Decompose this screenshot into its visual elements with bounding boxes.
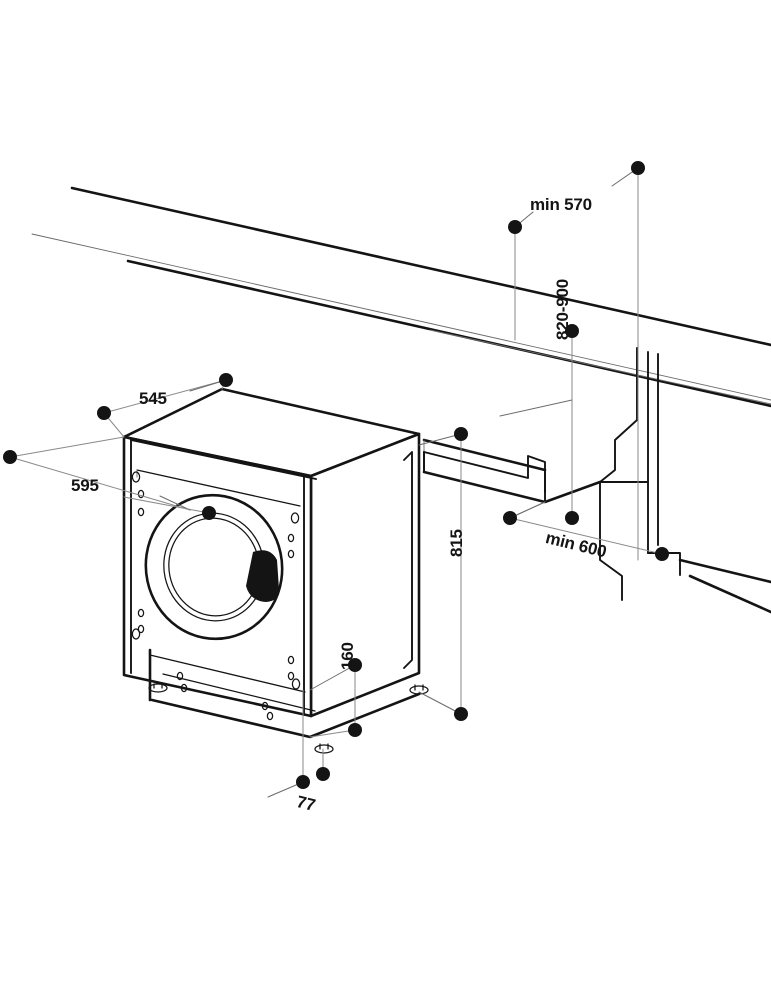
adjustable-foot-front-right xyxy=(314,743,334,754)
foot-stem xyxy=(153,683,163,689)
screw-hole xyxy=(137,608,145,618)
dimleader-820-900 xyxy=(499,399,573,417)
dot-min600-right xyxy=(655,547,669,561)
screw-hole xyxy=(137,489,145,499)
dimension-dots xyxy=(3,161,669,789)
machine-front-face xyxy=(124,437,311,716)
screw-hole xyxy=(131,628,141,640)
dot-77-left xyxy=(296,775,310,789)
dimleader-815-top xyxy=(418,433,462,446)
dot-77-right xyxy=(316,767,330,781)
adjustable-foot-rear-right xyxy=(409,684,429,695)
dimension-label-815: 815 xyxy=(447,529,466,557)
screw-hole xyxy=(137,624,145,634)
worktop-edge-lines xyxy=(31,186,771,408)
dimension-label-min570: min 570 xyxy=(530,195,592,214)
plinth-hole xyxy=(180,683,188,693)
door-handle xyxy=(246,550,280,602)
screw-hole xyxy=(290,512,300,524)
screw-hole xyxy=(287,671,295,681)
machine-rear-recess xyxy=(403,451,413,669)
plinth-top-line xyxy=(149,654,306,693)
dimension-lines xyxy=(9,167,663,798)
dot-815-top xyxy=(454,427,468,441)
dimleader-595 xyxy=(159,495,191,511)
foot-base xyxy=(314,744,334,754)
cabinet-niche-right xyxy=(599,347,771,614)
dot-545-left xyxy=(97,406,111,420)
niche-base-edge xyxy=(422,470,602,504)
screw-hole xyxy=(287,655,295,665)
foot-stem xyxy=(319,743,329,750)
machine-door xyxy=(144,493,284,641)
plinth-hole xyxy=(266,711,274,721)
dot-160-bot xyxy=(348,723,362,737)
dimension-label-160: 160 xyxy=(338,642,357,670)
dot-595-left xyxy=(3,450,17,464)
dimline-595-door-leader xyxy=(123,496,210,514)
dot-820900-bot xyxy=(565,511,579,525)
plinth-hole xyxy=(176,671,184,681)
niche-top-edge xyxy=(422,438,547,472)
foot-stem xyxy=(414,684,424,691)
foot-base xyxy=(148,683,168,693)
screw-holes-front xyxy=(131,471,301,690)
dimension-label-595: 595 xyxy=(71,476,99,495)
dot-min570-top xyxy=(631,161,645,175)
dimension-label-820-900: 820-900 xyxy=(553,279,572,340)
screw-hole xyxy=(287,549,295,559)
cabinet-right-profile xyxy=(599,347,638,601)
cabinet-base-line-right xyxy=(678,558,771,584)
screw-hole xyxy=(137,507,145,517)
worktop-line-front xyxy=(126,259,771,408)
dot-door-handle-ref xyxy=(202,506,216,520)
door-outer-ring xyxy=(144,493,284,641)
adjustable-foot-front-left xyxy=(148,683,168,693)
machine-top-inner-edge xyxy=(130,439,317,480)
dot-545-right xyxy=(219,373,233,387)
dimline-595-lower xyxy=(9,456,191,511)
machine-right-face xyxy=(311,434,419,716)
dimleader-815-bottom xyxy=(418,691,462,715)
worktop-line-thin-guide xyxy=(31,233,771,401)
dot-815-bot xyxy=(454,707,468,721)
dimension-label-545: 545 xyxy=(139,389,167,408)
cabinet-niche-center xyxy=(422,438,602,504)
plinth-inner-line xyxy=(162,673,316,712)
worktop-line-upper-rear xyxy=(70,186,771,347)
cabinet-base-line-right-2 xyxy=(688,574,771,614)
dimline-595-upper xyxy=(9,436,125,458)
machine-top-face xyxy=(124,389,419,476)
washing-machine-body xyxy=(122,387,429,754)
dimline-545 xyxy=(103,379,227,414)
screw-hole xyxy=(291,678,301,690)
dimleader-160-top xyxy=(309,664,356,691)
screw-hole xyxy=(131,471,141,483)
machine-upper-bracket xyxy=(136,469,301,507)
foot-base xyxy=(409,685,429,695)
screw-hole xyxy=(287,533,295,543)
dot-min570-low xyxy=(508,220,522,234)
dot-820900-top xyxy=(565,324,579,338)
dimline-160-bottom-ext xyxy=(309,729,356,738)
worktop-underside-guide xyxy=(429,329,771,405)
dot-min600-left xyxy=(503,511,517,525)
dot-160-top xyxy=(348,658,362,672)
plinth-hole xyxy=(261,701,269,711)
dimline-min600 xyxy=(509,517,663,555)
